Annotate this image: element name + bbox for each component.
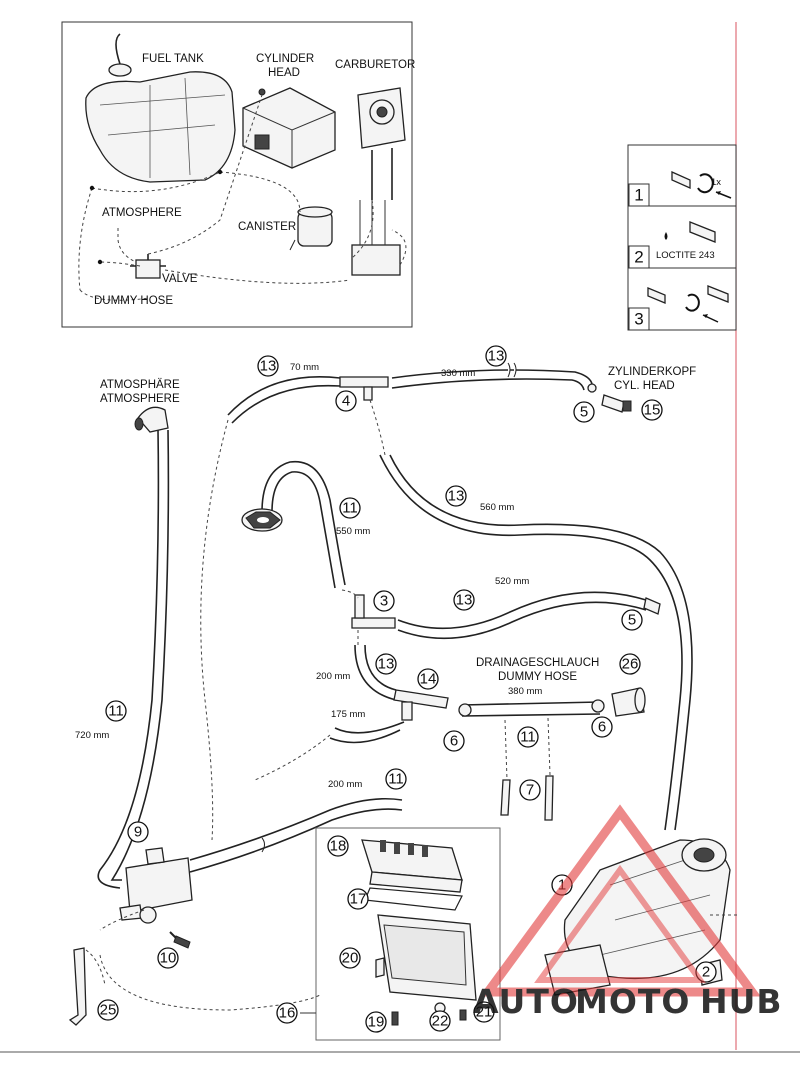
callout-17: 17 [350, 891, 367, 908]
length-550: 550 mm [336, 526, 370, 537]
valve-9 [119, 847, 193, 924]
cylinder-head-drawing [242, 87, 336, 169]
watermark-moto: MOTO [575, 982, 690, 1021]
t-piece-14 [393, 689, 449, 721]
valve-label: VALVE [162, 273, 198, 285]
callout-25: 25 [100, 1002, 117, 1019]
length-380: 380 mm [508, 686, 542, 697]
cylinder-head-label-1: CYLINDER [256, 53, 314, 65]
callout-13: 13 [456, 592, 473, 609]
callout-14: 14 [420, 671, 437, 688]
length-200a: 200 mm [316, 671, 350, 682]
step-1-number: 1 [634, 186, 643, 205]
dummy-hose-plug [611, 687, 646, 717]
length-720: 720 mm [75, 730, 109, 741]
callout-13: 13 [448, 488, 465, 505]
callout-6: 6 [450, 733, 458, 750]
bolt-10 [169, 931, 191, 949]
steps-panel: 1 1x 2 LOCTITE 243 3 [627, 144, 737, 331]
callout-2: 2 [702, 964, 710, 981]
cyl-head-de-label: ZYLINDERKOPF [608, 366, 696, 378]
callout-3: 3 [380, 593, 388, 610]
callout-4: 4 [342, 393, 350, 410]
callout-5: 5 [628, 612, 636, 629]
valve-drawing [130, 254, 166, 279]
fuel-cap-part [241, 508, 283, 532]
callout-10: 10 [160, 950, 177, 967]
watermark-hub: HUB [700, 982, 783, 1021]
hose-routing [68, 362, 693, 1026]
dummy-hose-label: DUMMY HOSE [94, 295, 173, 307]
step-1-note: 1x [711, 177, 721, 188]
length-330: 330 mm [441, 368, 475, 379]
step-2-number: 2 [634, 248, 643, 267]
callouts: 13 13 4 5 15 13 11 3 13 5 13 26 14 11 6 … [97, 345, 717, 1033]
callout-13: 13 [260, 358, 277, 375]
callout-21: 21 [476, 1004, 493, 1021]
callout-26: 26 [622, 656, 639, 673]
atmosphere-label: ATMOSPHERE [102, 207, 182, 219]
callout-13: 13 [378, 656, 395, 673]
callout-20: 20 [342, 950, 359, 967]
callout-9: 9 [134, 824, 142, 841]
fuel-tank-drawing [85, 33, 236, 183]
callout-5: 5 [580, 404, 588, 421]
callout-11: 11 [388, 771, 404, 788]
length-200b: 200 mm [328, 779, 362, 790]
callout-15: 15 [644, 402, 661, 419]
holder-7 [500, 775, 554, 821]
canister-drawing [289, 206, 333, 251]
length-175: 175 mm [331, 709, 365, 720]
automotohub-watermark: AUTO MOTO HUB [473, 804, 783, 1021]
callout-22: 22 [432, 1013, 449, 1030]
length-560: 560 mm [480, 502, 514, 513]
canister-label: CANISTER [238, 221, 296, 233]
watermark-auto: AUTO [473, 982, 579, 1021]
overview-panel: FUEL TANK CYLINDER HEAD CARBURETOR ATMOS… [61, 21, 415, 328]
callout-7: 7 [526, 782, 534, 799]
callout-18: 18 [330, 838, 347, 855]
t-piece-3 [351, 594, 396, 629]
atmosphere-de-label: ATMOSPHÄRE [100, 379, 180, 391]
canister-box [300, 827, 501, 1041]
bracket-25 [68, 947, 87, 1026]
callout-11: 11 [342, 500, 358, 517]
carburetor-drawing [351, 87, 406, 276]
callout-6: 6 [598, 719, 606, 736]
callout-19: 19 [368, 1014, 385, 1031]
callout-11: 11 [108, 703, 124, 720]
callout-11: 11 [520, 729, 536, 746]
drain-hose-en-label: DUMMY HOSE [498, 671, 577, 683]
atmosphere-en-label: ATMOSPHERE [100, 393, 180, 405]
length-520: 520 mm [495, 576, 529, 587]
callout-13: 13 [488, 348, 505, 365]
cyl-head-fitting [601, 394, 632, 413]
cyl-head-en-label: CYL. HEAD [614, 380, 675, 392]
drain-hose-de-label: DRAINAGESCHLAUCH [476, 657, 599, 669]
callout-16: 16 [279, 1005, 296, 1022]
t-piece-4 [339, 376, 389, 401]
step-3-number: 3 [634, 310, 643, 329]
length-70: 70 mm [290, 362, 319, 373]
cylinder-head-label-2: HEAD [268, 67, 300, 79]
step-2-note: LOCTITE 243 [656, 250, 715, 261]
carburetor-label: CARBURETOR [335, 59, 415, 71]
fuel-tank-label: FUEL TANK [142, 53, 204, 65]
